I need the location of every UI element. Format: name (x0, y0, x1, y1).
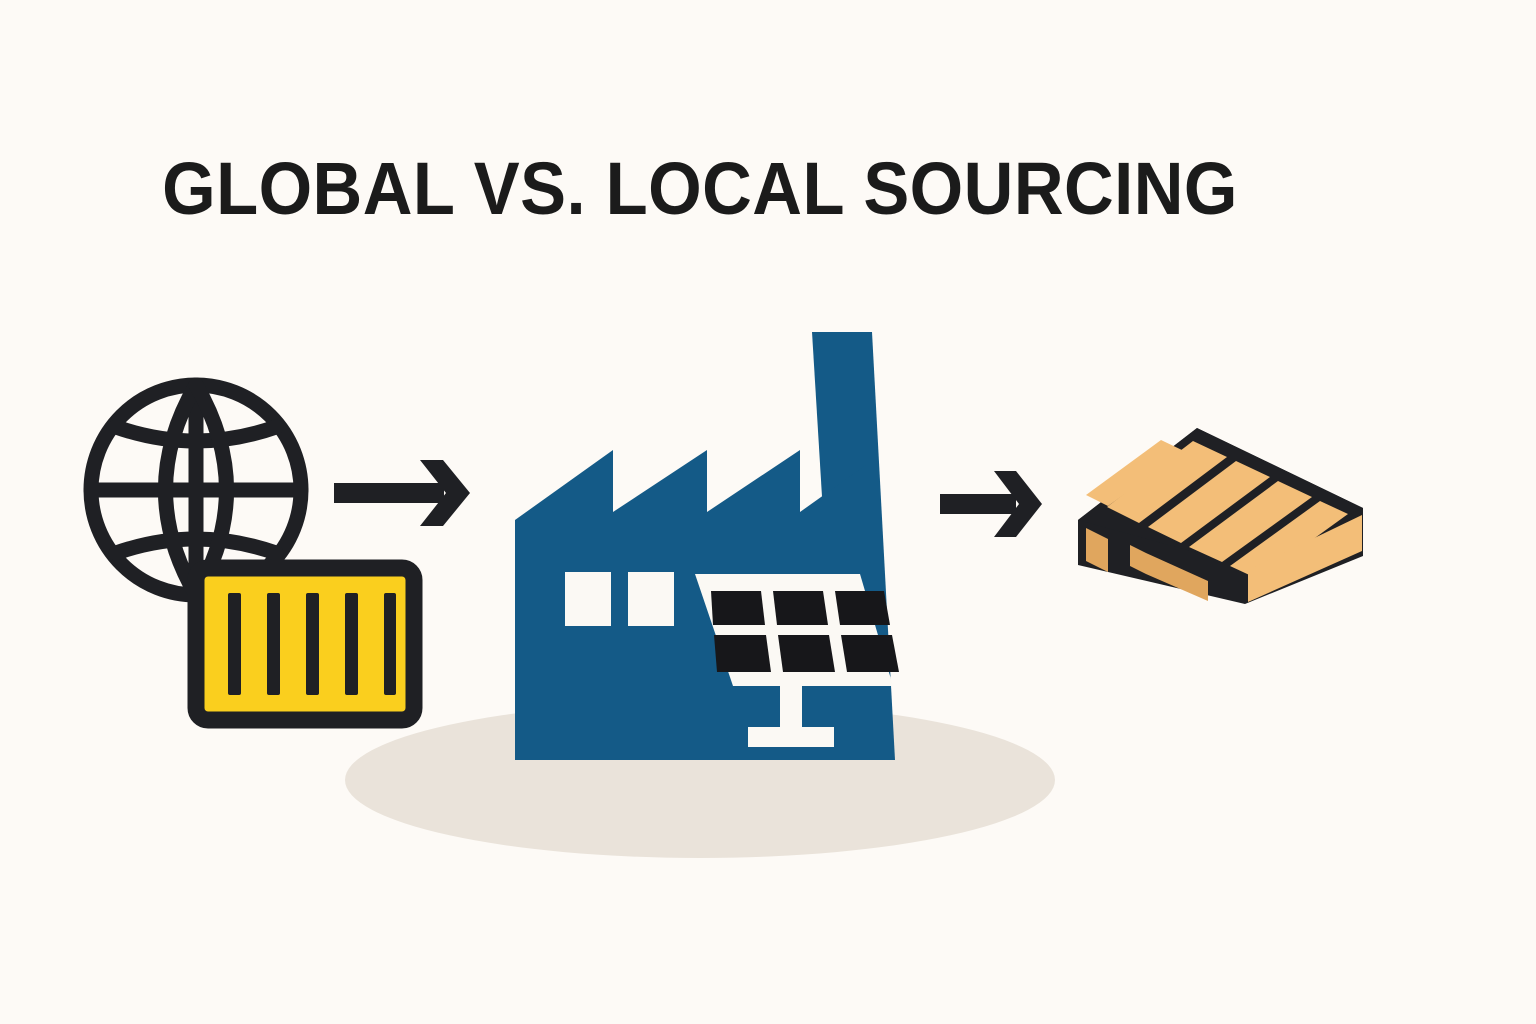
factory-icon (515, 332, 895, 760)
solar-cell-grid (711, 591, 899, 672)
page-title: GLOBAL VS. LOCAL SOURCING (162, 147, 1238, 230)
shipping-container-icon (187, 559, 423, 729)
wooden-pallet-icon (1078, 428, 1363, 604)
arrow-right-icon (334, 460, 470, 526)
pallet-foot-blocks (1086, 528, 1208, 601)
solar-panel-icon (695, 574, 899, 747)
factory-window (565, 572, 611, 626)
pallet-deck-boards (1086, 440, 1348, 579)
factory-window (628, 572, 674, 626)
arrow-right-icon (940, 471, 1042, 537)
